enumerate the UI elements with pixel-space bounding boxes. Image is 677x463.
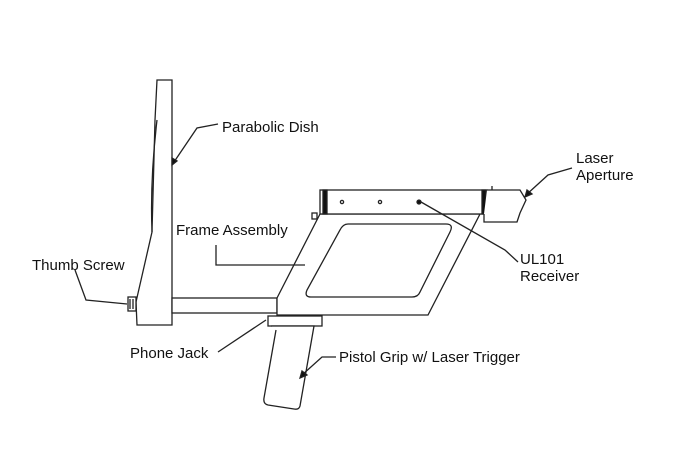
label-parabolic-dish: Parabolic Dish (222, 119, 319, 136)
label-receiver: Receiver (520, 268, 580, 285)
support-rod (171, 297, 278, 314)
label-phone-jack: Phone Jack (130, 345, 209, 362)
frame-window (305, 223, 452, 298)
laser-tip (483, 189, 527, 223)
pistol-grip (263, 325, 315, 410)
label-frame-assembly: Frame Assembly (176, 222, 288, 239)
label-laser: Laser (576, 150, 614, 167)
label-pistol-grip: Pistol Grip w/ Laser Trigger (339, 349, 520, 366)
label-aperture: Aperture (576, 167, 634, 184)
frame-assembly (276, 213, 482, 316)
laser-tube (319, 189, 488, 215)
parabolic-dish (135, 79, 173, 326)
phone-jack (267, 315, 323, 327)
label-thumb-screw: Thumb Screw (32, 257, 125, 274)
dish-inner-curve (150, 119, 158, 233)
thumb-screw (127, 296, 137, 312)
label-ul101: UL101 (520, 251, 565, 268)
